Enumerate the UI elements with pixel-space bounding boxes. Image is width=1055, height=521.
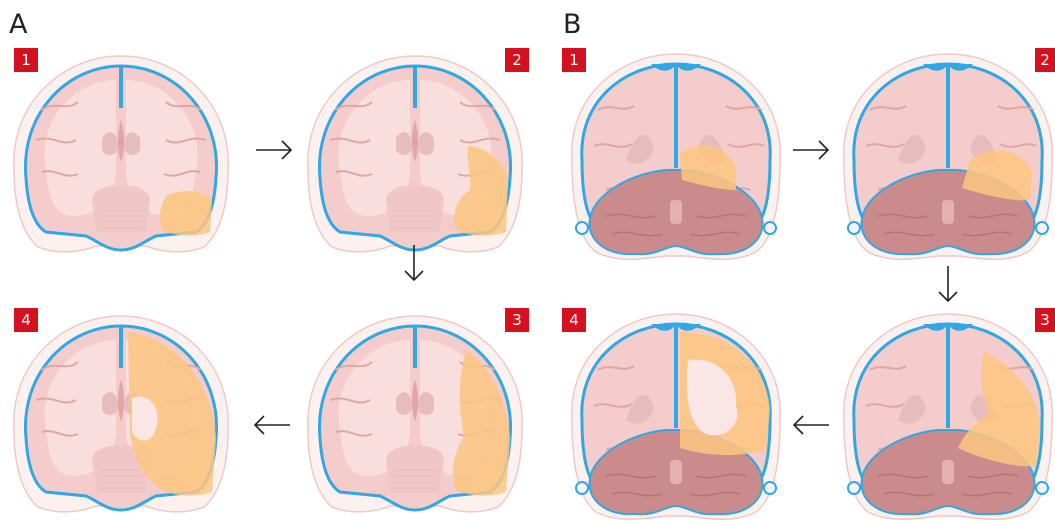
panel-a-stage-1-badge: 1 — [14, 48, 38, 72]
panel-label-a: A — [9, 9, 28, 40]
panel-b-stage-3-badge: 3 — [1035, 308, 1055, 332]
right-arrow-icon — [793, 141, 828, 159]
badge-number: 4 — [21, 311, 31, 329]
badge-number: 1 — [21, 51, 31, 69]
badge-number: 3 — [1040, 311, 1050, 329]
left-arrow-icon — [794, 416, 829, 434]
panel-a-stage-2-badge: 2 — [505, 48, 529, 72]
badge-number: 2 — [1040, 51, 1050, 69]
panel-a-stage-1-diagram — [14, 56, 228, 252]
panel-a-stage-3-badge: 3 — [505, 308, 529, 332]
panel-b-stage-4-diagram — [572, 314, 780, 519]
badge-number: 4 — [569, 311, 579, 329]
badge-number: 1 — [569, 51, 579, 69]
panel-b-stage-1-diagram — [572, 54, 780, 259]
panel-a-stage-4-badge: 4 — [14, 308, 38, 332]
down-arrow-icon — [939, 266, 957, 301]
panel-a-stage-2-diagram — [308, 56, 522, 252]
panel-b-stage-2-diagram — [844, 54, 1052, 259]
panel-b-stage-2-badge: 2 — [1035, 48, 1055, 72]
badge-number: 3 — [512, 311, 522, 329]
panel-b-stage-3-diagram — [844, 314, 1052, 519]
panel-b-stage-4-badge: 4 — [562, 308, 586, 332]
badge-number: 2 — [512, 51, 522, 69]
right-arrow-icon — [256, 141, 291, 159]
panel-label-b: B — [563, 9, 582, 40]
panel-a-stage-4-diagram — [14, 316, 228, 512]
left-arrow-icon — [255, 416, 290, 434]
panel-b-stage-1-badge: 1 — [562, 48, 586, 72]
panel-a-stage-3-diagram — [308, 316, 522, 512]
